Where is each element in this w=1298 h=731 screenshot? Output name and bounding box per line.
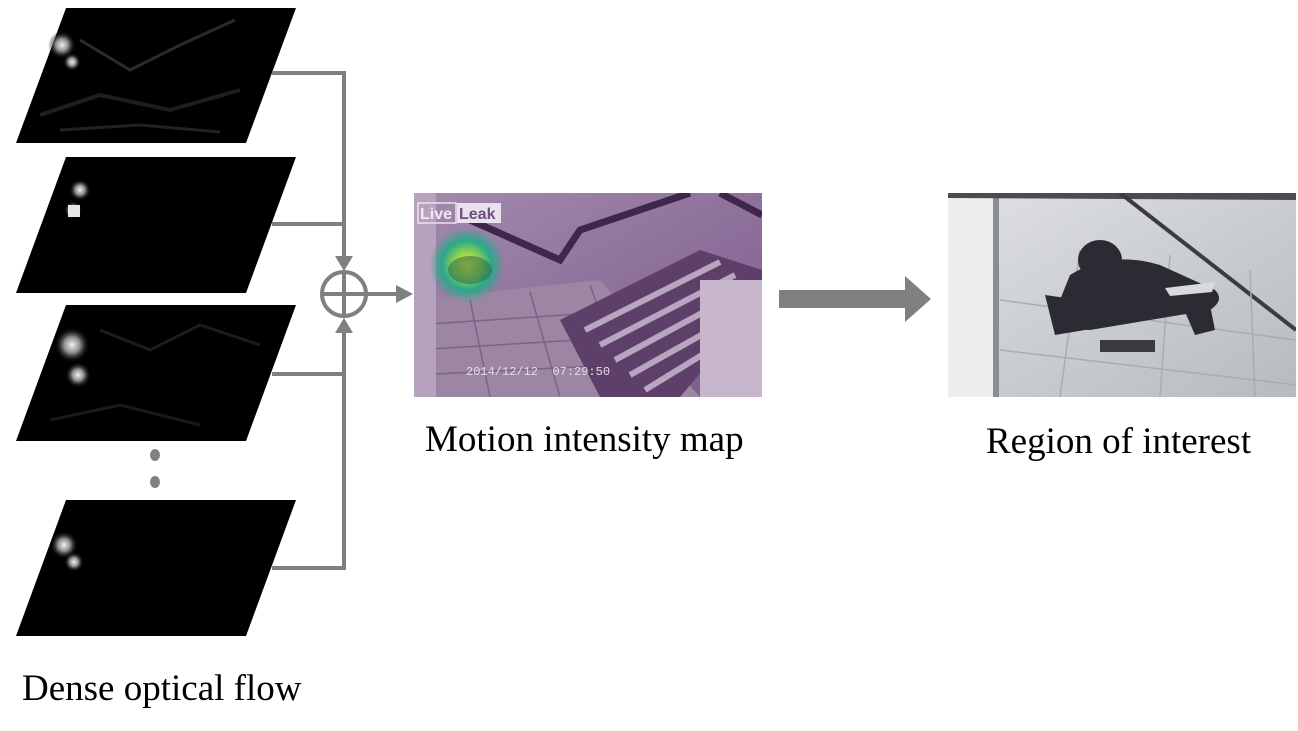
timestamp: 2014/12/12 07:29:50 — [466, 365, 610, 379]
person-silhouette — [1045, 240, 1219, 352]
circled-plus-icon — [320, 270, 368, 318]
motion-intensity-map: Live Leak 2014/12/12 07:29:50 — [414, 193, 762, 397]
down-arrowhead — [335, 256, 353, 271]
svg-text:Live: Live — [420, 206, 452, 223]
optical-flow-frame — [16, 305, 296, 441]
caption-dense-optical-flow: Dense optical flow — [22, 668, 302, 709]
optical-flow-frame — [16, 8, 296, 143]
right-arrow-icon — [779, 276, 931, 322]
liveleak-watermark: Live Leak — [417, 202, 501, 224]
flow-connectors — [272, 71, 346, 570]
vertical-dots-icon — [150, 449, 160, 488]
optical-flow-frame — [16, 500, 296, 636]
caption-region-of-interest: Region of interest — [986, 421, 1252, 462]
region-of-interest-image — [948, 193, 1296, 397]
sum-to-map-arrow — [366, 285, 413, 303]
svg-text:Leak: Leak — [459, 206, 496, 223]
up-arrowhead — [335, 318, 353, 333]
optical-flow-stack — [16, 8, 296, 636]
optical-flow-frame — [16, 157, 296, 293]
caption-motion-intensity-map: Motion intensity map — [425, 419, 744, 460]
staircase — [560, 250, 762, 397]
